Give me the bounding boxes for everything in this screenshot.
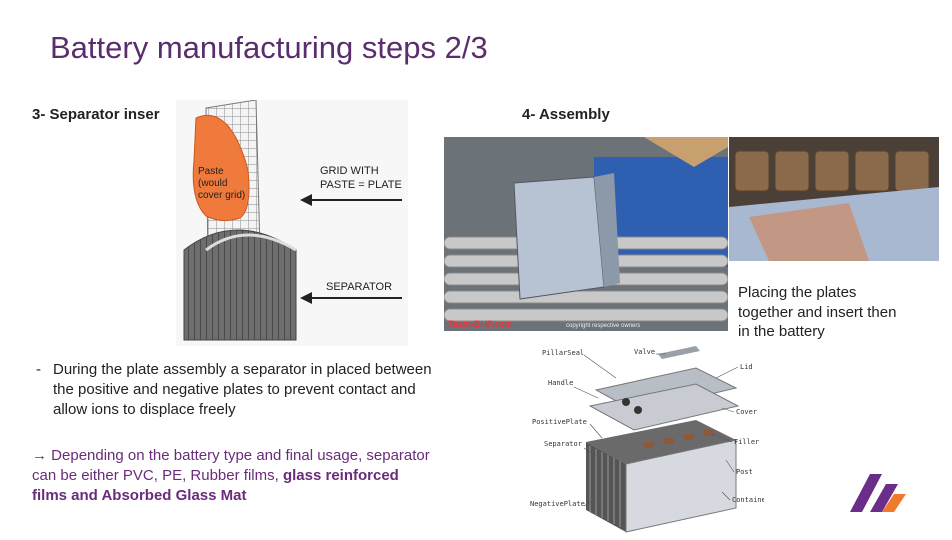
label-container: Container [732,496,764,504]
assembly-photo-conveyor: Team-BHP.com copyright respective owners [444,137,728,331]
arrow-icon: → [32,447,47,464]
plates-brown [749,203,869,261]
label-filler: Filler [734,438,759,446]
label-handle: Handle [548,379,573,387]
label-pillar-seal: PillarSeal [542,349,584,357]
plate-lines [589,446,621,527]
assembly-photo-connectors [729,137,939,261]
battery-exploded-diagram: PillarSeal Valve Lid Handle Cover Positi… [526,342,764,540]
logo-orange-stroke [882,494,906,512]
label-cover: Cover [736,408,757,416]
label-post: Post [736,468,753,476]
label-lid: Lid [740,363,753,371]
grid-label: GRID WITH PASTE = PLATE [320,165,402,191]
cover-shape [588,383,740,431]
cardboard [644,137,728,167]
section-4-heading: 4- Assembly [522,106,610,123]
plate-stack-side [594,173,620,287]
valve-shape [658,346,700,359]
container-shape [625,439,737,533]
page-title: Battery manufacturing steps 2/3 [50,30,488,65]
logo-purple-stroke-2 [870,484,898,512]
paste-label: Paste (would cover grid) [198,166,245,201]
bullet-marker: - [36,361,41,378]
note-paragraph: → Depending on the battery type and fina… [32,446,432,506]
photo-watermark: Team-BHP.com [448,319,513,329]
label-valve: Valve [634,348,655,356]
note-plain-text: Depending on the battery type and final … [32,447,430,484]
plate-stack [513,176,605,300]
paste-shape [192,114,250,222]
logo-purple-stroke [850,474,882,512]
assembly-caption: Placing the plates together and insert t… [738,284,897,340]
section-3-heading: 3- Separator inser [32,106,160,123]
photo-copyright: copyright respective owners [566,323,640,329]
note-bold-text: glass reinforced films and Absorbed Glas… [32,467,399,504]
leader-lines [573,353,739,507]
separator-label: SEPARATOR [326,281,392,293]
filler-caps [644,430,714,448]
separator-curl [205,233,297,252]
post-top-right [634,406,642,414]
bullet-paragraph: During the plate assembly a separator in… [53,361,432,418]
separator-sheet [183,229,297,341]
lead-straps [734,150,930,192]
post-top-left [622,398,630,406]
separator-diagram: Paste (would cover grid) GRID WITH PASTE… [176,100,408,346]
separator-arrow-head [300,292,312,304]
plates-top [586,420,736,464]
label-separator: Separator [544,440,582,448]
grid-arrow-head [300,194,312,206]
company-logo [850,474,906,512]
label-negative-plate: NegativePlate [530,500,585,508]
label-positive-plate: PositivePlate [532,418,587,426]
